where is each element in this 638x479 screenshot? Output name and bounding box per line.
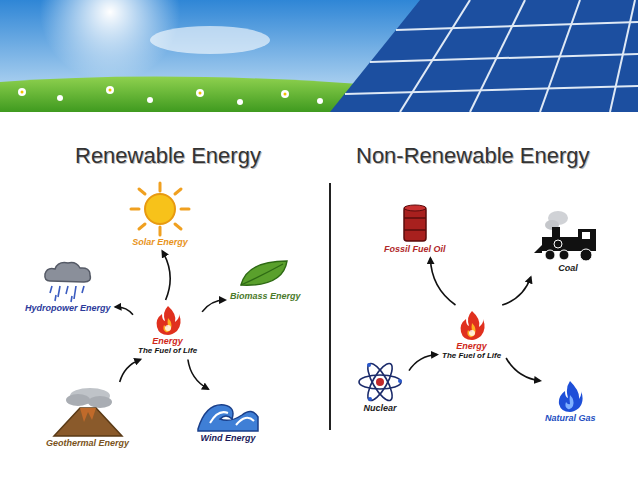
node-label: Biomass Energy: [230, 291, 301, 301]
curved-arrow: [502, 277, 531, 305]
biomass-node: Biomass Energy: [228, 256, 303, 302]
section-heading: Renewable Energy: [75, 143, 261, 169]
curved-arrow: [188, 360, 208, 390]
section-heading: Non-Renewable Energy: [356, 143, 590, 169]
gas-icon: [556, 379, 584, 413]
node-label: Coal: [532, 263, 604, 273]
flame-icon: [457, 309, 487, 341]
leaf-icon: [237, 257, 293, 291]
node-label: Nuclear: [356, 403, 404, 413]
node-label: Solar Energy: [123, 237, 197, 247]
node-label: Natural Gas: [545, 413, 596, 423]
node-label: Fossil Fuel Oil: [384, 244, 446, 254]
energy-center-node: EnergyThe Fuel of Life: [440, 308, 503, 362]
wind-node: Wind Energy: [194, 392, 262, 444]
curved-arrow: [409, 355, 437, 371]
node-label: Energy: [138, 336, 197, 346]
flame-icon: [153, 304, 183, 336]
nuclear-node: Nuclear: [354, 360, 406, 414]
curved-arrow: [430, 258, 455, 305]
atom-icon: [356, 361, 404, 403]
waves-icon: [196, 393, 260, 433]
coal-node: Coal: [530, 208, 606, 274]
hydropower-node: Hydropower Energy: [23, 258, 113, 314]
curved-arrow: [116, 307, 134, 315]
curved-arrow: [162, 251, 170, 300]
curved-arrow: [202, 300, 225, 312]
node-label: Hydropower Energy: [25, 303, 111, 313]
sun-icon: [123, 181, 197, 237]
energy-center-node: EnergyThe Fuel of Life: [136, 303, 199, 357]
geothermal-node: Geothermal Energy: [44, 385, 131, 449]
curved-arrow: [120, 360, 141, 383]
node-subtitle: The Fuel of Life: [138, 346, 197, 355]
node-label: Wind Energy: [196, 433, 260, 443]
cloud-icon: [40, 259, 96, 303]
gas-node: Natural Gas: [543, 378, 598, 424]
oil-node: Fossil Fuel Oil: [382, 203, 448, 255]
barrel-icon: [401, 204, 429, 244]
node-label: Geothermal Energy: [46, 438, 129, 448]
curved-arrow: [506, 358, 540, 381]
volcano-icon: [52, 386, 124, 438]
train-icon: [532, 209, 604, 263]
node-subtitle: The Fuel of Life: [442, 351, 501, 360]
solar-node: Solar Energy: [121, 180, 199, 248]
banner-illustration: [0, 0, 638, 112]
node-label: Energy: [442, 341, 501, 351]
